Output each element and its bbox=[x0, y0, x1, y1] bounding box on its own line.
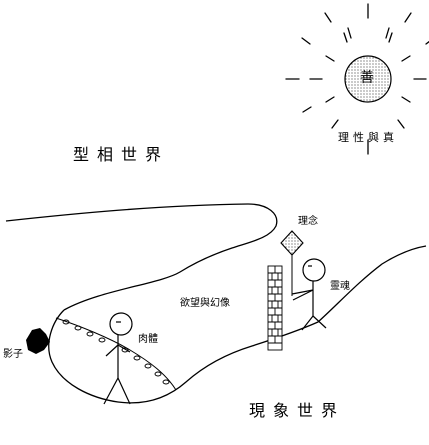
body-figure bbox=[103, 312, 133, 405]
label-shadow: 影子 bbox=[3, 349, 23, 360]
cave-floor bbox=[48, 245, 427, 404]
label-soul: 靈魂 bbox=[330, 281, 350, 292]
label-phenomenal-world: 現象世界 bbox=[249, 401, 346, 420]
label-world-of-forms: 型相世界 bbox=[73, 145, 170, 164]
label-desire-illusion: 欲望與幻像 bbox=[180, 298, 230, 309]
soul-figure bbox=[291, 258, 327, 331]
label-body: 肉體 bbox=[138, 334, 158, 345]
brick-wall-icon bbox=[267, 265, 283, 351]
label-reason-truth: 理性與真 bbox=[338, 131, 398, 144]
label-idea: 理念 bbox=[298, 216, 318, 227]
diamond-kite-icon bbox=[280, 230, 304, 296]
cave-ceiling bbox=[5, 203, 278, 311]
sun-icon bbox=[285, 3, 429, 155]
label-goodness: 善 bbox=[360, 70, 374, 86]
cave-ground-line bbox=[55, 317, 177, 391]
chain-icon bbox=[62, 319, 170, 385]
shadow-blob-icon bbox=[26, 328, 50, 354]
